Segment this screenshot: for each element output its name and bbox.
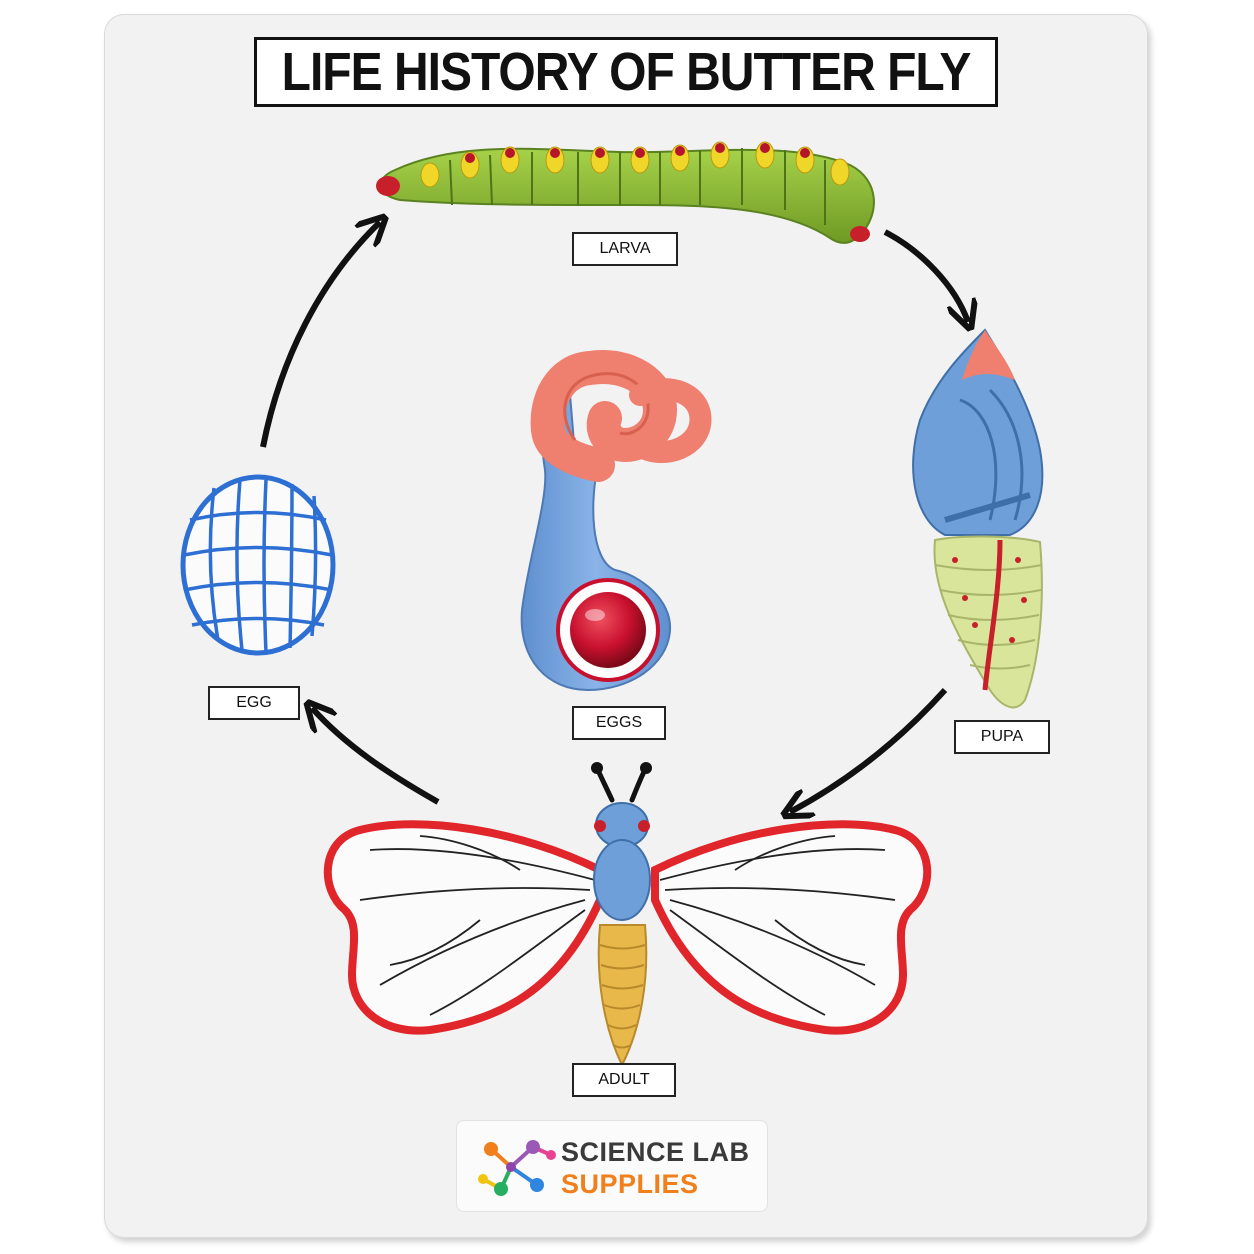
adult-model	[323, 762, 932, 1068]
pupa-model	[912, 328, 1044, 709]
eggs-model	[520, 350, 712, 692]
title-plate: LIFE HISTORY OF BUTTER FLY	[254, 37, 998, 107]
arrow-pupa-to-adult	[790, 687, 948, 812]
arrow-larva-to-pupa	[883, 229, 968, 322]
label-pupa: PUPA	[954, 720, 1050, 754]
brand-name-line1: SCIENCE LAB	[561, 1137, 750, 1167]
larva-model	[376, 141, 875, 244]
label-larva: LARVA	[572, 232, 678, 266]
label-eggs: EGGS	[572, 706, 666, 740]
label-egg: EGG	[208, 686, 300, 720]
cycle-arrows	[260, 222, 968, 812]
arrow-egg-to-larva	[260, 222, 380, 448]
brand-name-line2: SUPPLIES	[561, 1169, 699, 1199]
page-title: LIFE HISTORY OF BUTTER FLY	[281, 42, 972, 102]
label-adult: ADULT	[572, 1063, 676, 1097]
molecule-logo-icon	[478, 1140, 556, 1196]
egg-model	[180, 474, 336, 656]
arrow-adult-to-egg	[312, 708, 440, 805]
brand-logo-plate: SCIENCE LAB SUPPLIES	[456, 1120, 768, 1212]
